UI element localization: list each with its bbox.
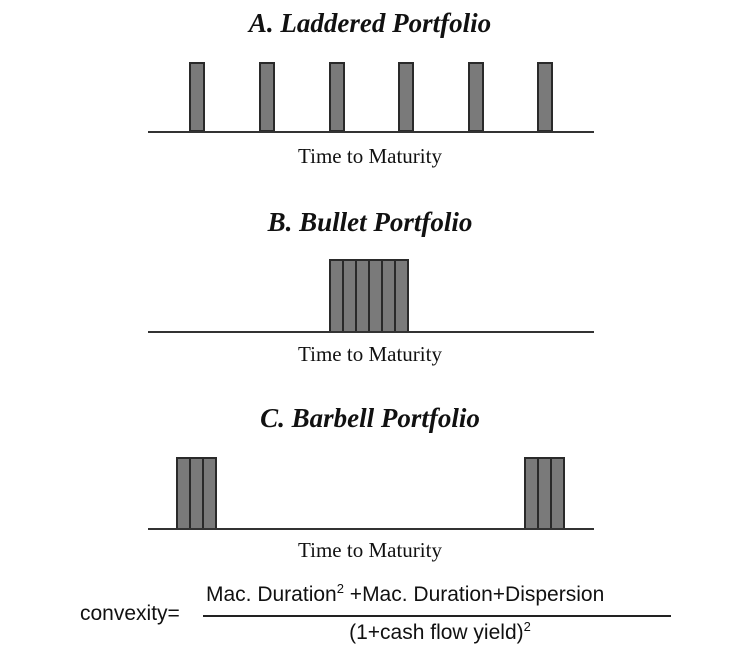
panel-a-axis-label: Time to Maturity <box>298 144 442 168</box>
denominator-base: (1+cash flow yield) <box>349 621 524 644</box>
panel-a-bar <box>398 62 414 132</box>
panel-c-bars-right <box>524 457 565 530</box>
panel-b-bar <box>394 259 409 333</box>
panel-c-bar <box>550 457 565 530</box>
panel-a-bar <box>259 62 275 132</box>
panel-c-title: C. Barbell Portfolio <box>260 403 480 433</box>
numerator-term1: Mac. Duration <box>206 583 337 606</box>
formula-numerator: Mac. Duration2 +Mac. Duration+Dispersion <box>206 581 605 607</box>
panel-c-bars-left <box>176 457 217 530</box>
panel-c-axis-label: Time to Maturity <box>298 538 442 562</box>
formula-lhs: convexity= <box>80 602 180 626</box>
numerator-term1-exponent: 2 <box>336 581 344 596</box>
panel-b-axis <box>148 331 594 333</box>
formula-equals: = <box>167 602 180 625</box>
panel-b-title: B. Bullet Portfolio <box>267 207 473 237</box>
formula-lhs-label: convexity <box>80 602 168 625</box>
panel-a-title: A. Laddered Portfolio <box>248 8 492 38</box>
numerator-plus1: + <box>349 583 363 606</box>
panel-c-axis <box>148 528 594 530</box>
panel-c-bar <box>202 457 217 530</box>
panel-a-bar <box>468 62 484 132</box>
numerator-plus2: + <box>492 583 506 606</box>
numerator-term2: Mac. Duration <box>362 583 493 606</box>
denominator-exponent: 2 <box>523 619 531 634</box>
panel-b-bars <box>329 259 409 333</box>
fraction-rule <box>203 615 671 617</box>
convexity-formula: convexity= Mac. Duration2 +Mac. Duration… <box>0 575 740 655</box>
panel-a-axis <box>148 131 594 133</box>
panel-a-bar <box>329 62 345 132</box>
panel-b-axis-label: Time to Maturity <box>298 342 442 366</box>
panel-a-bar <box>189 62 205 132</box>
panel-a-bar <box>537 62 553 132</box>
numerator-term3: Dispersion <box>505 583 605 606</box>
formula-denominator: (1+cash flow yield)2 <box>0 619 740 645</box>
